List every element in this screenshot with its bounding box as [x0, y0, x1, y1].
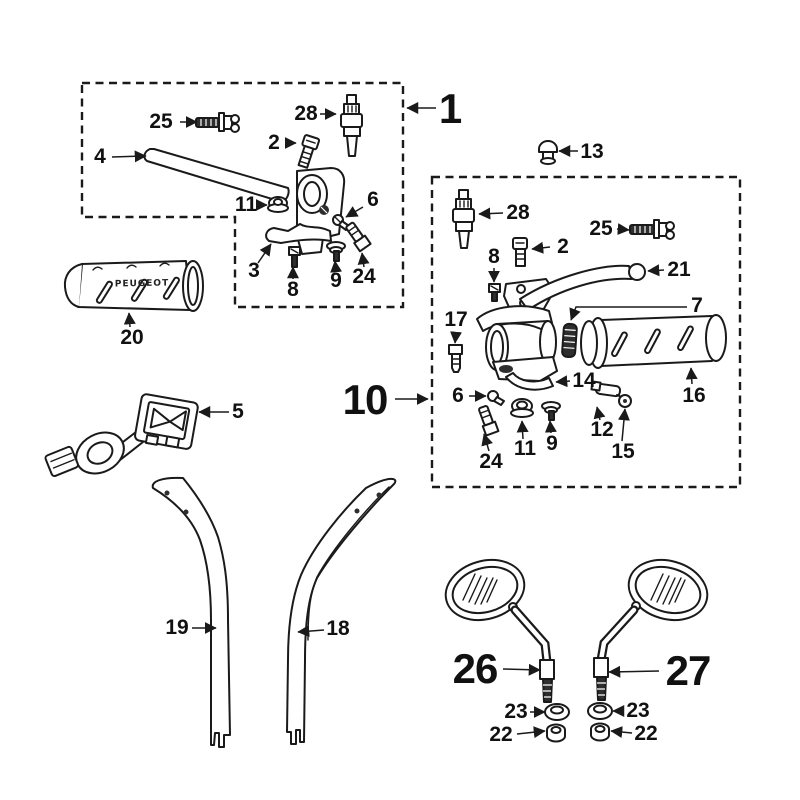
part-28-valve [340, 94, 363, 157]
part-label-9b: 9 [546, 432, 558, 455]
part-19-handlebar-tube [151, 476, 231, 748]
part-label-25: 25 [149, 110, 173, 133]
part-13-cap [538, 140, 558, 165]
part-label-7: 7 [691, 294, 703, 317]
part-24-bolt [345, 221, 372, 253]
part-label-8: 8 [287, 278, 299, 301]
part-label-4: 4 [94, 145, 106, 168]
part-label-25b: 25 [589, 217, 613, 240]
part-5-switch [44, 393, 199, 477]
part-label-11b: 11 [513, 437, 537, 460]
part-label-28b: 28 [506, 201, 530, 224]
group10-box [430, 175, 742, 489]
throttle-housing [476, 305, 558, 391]
part-22-nut-right [590, 722, 610, 742]
part-24b-bolt [478, 405, 500, 437]
part-27-mirror [593, 559, 709, 701]
group-label-10: 10 [342, 376, 389, 423]
part-label-6b: 6 [452, 384, 464, 407]
part-label-5: 5 [232, 400, 244, 423]
part-label-13: 13 [580, 140, 604, 163]
part-28b-valve [452, 189, 475, 249]
part-9-washer-screw [326, 241, 346, 262]
part-25-bolt [195, 112, 240, 133]
part-label-15: 15 [611, 440, 635, 463]
group-label-1: 1 [438, 85, 462, 132]
part-label-9: 9 [330, 269, 342, 292]
part-18-handlebar-tube [286, 477, 397, 745]
part-4-lever-blade [143, 148, 290, 203]
part-11-nut [267, 196, 289, 213]
part-20-grip [63, 260, 204, 312]
part-25b-bolt [629, 219, 675, 240]
part-label-24: 24 [352, 265, 376, 288]
part-3-bracket-arm [265, 223, 332, 244]
part-6-screw [332, 214, 350, 231]
part-14-arm [505, 372, 554, 391]
part-label-22-right: 22 [634, 722, 658, 745]
grip-brand-text: PEUGEOT [114, 278, 170, 290]
part-label-6: 6 [367, 188, 379, 211]
part-label-23-left: 23 [504, 700, 528, 723]
part-label-8b: 8 [488, 245, 500, 268]
part-label-17: 17 [444, 308, 468, 331]
part-2b-screw [512, 237, 528, 267]
part-label-19: 19 [165, 616, 189, 639]
leader-arrows [111, 102, 698, 739]
part-8-screw [288, 246, 301, 268]
part-label-24b: 24 [479, 450, 503, 473]
part-label-16: 16 [682, 384, 706, 407]
part-label-18: 18 [326, 617, 350, 640]
part-23-washer-right [587, 702, 613, 720]
part-label-3: 3 [248, 259, 260, 282]
part-label-2: 2 [268, 131, 280, 154]
part-23-washer-left [544, 703, 570, 721]
part-22-nut-left [546, 723, 566, 743]
part-label-12: 12 [590, 418, 614, 441]
part-label-14: 14 [572, 369, 596, 392]
part-label-21: 21 [667, 258, 691, 281]
part-26-mirror [444, 559, 555, 703]
part-label-20: 20 [120, 326, 144, 349]
part-label-22-left: 22 [489, 723, 513, 746]
part-label-23-right: 23 [626, 699, 650, 722]
part-12-cable-lever [590, 380, 632, 408]
part-label-11: 11 [234, 193, 258, 216]
group-label-26: 26 [452, 645, 499, 692]
part-16-throttle-grip [580, 314, 727, 369]
part-8b-screw [488, 283, 501, 302]
part-21-brake-lever [503, 263, 646, 315]
part-9b-washer-screw [541, 401, 561, 421]
part-11b-nut [510, 398, 534, 418]
part-label-28: 28 [294, 102, 318, 125]
part-7-spring [561, 322, 578, 359]
part-6b-screw [487, 390, 505, 406]
part-17-bolt [448, 344, 463, 373]
group-label-27: 27 [665, 647, 712, 694]
part-label-2b: 2 [557, 235, 569, 258]
part-2-screw [297, 134, 321, 169]
